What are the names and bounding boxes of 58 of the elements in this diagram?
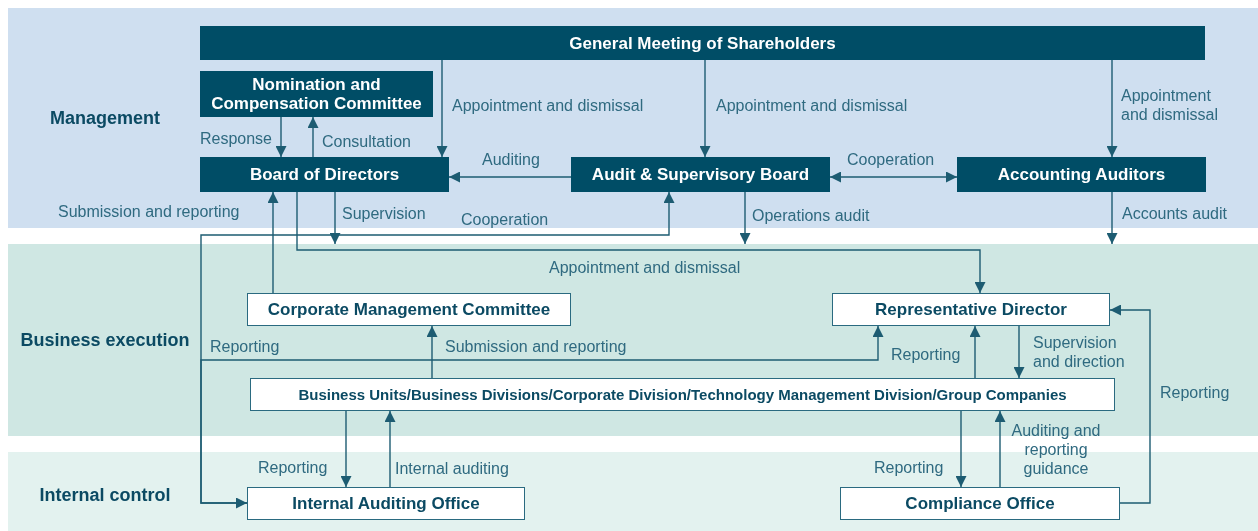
arrow (1106, 59, 1118, 158)
edge-label: Reporting (874, 458, 944, 477)
edge-label: Cooperation (461, 210, 549, 229)
edge-label: Operations audit (752, 206, 870, 225)
edge-label: Auditing (482, 150, 540, 169)
arrow (329, 191, 341, 245)
section-label: Internal control (38, 485, 172, 506)
organization-box: Business Units/Business Divisions/Corporate Division/Technology Management Division/Group Companies (250, 378, 1115, 411)
arrow (994, 410, 1006, 488)
arrow (969, 325, 981, 379)
arrow (1013, 325, 1025, 379)
organization-box: Internal Auditing Office (247, 487, 525, 520)
arrow (739, 191, 751, 245)
arrow (200, 191, 675, 509)
section-band (8, 8, 1258, 228)
governance-box: Board of Directors (200, 157, 449, 192)
arrow (955, 410, 967, 488)
arrow (699, 59, 711, 158)
arrow (200, 325, 884, 504)
governance-box: Audit & Supervisory Board (571, 157, 830, 192)
edge-label: Reporting (891, 345, 961, 364)
arrow (384, 410, 396, 488)
section-label: Business execution (20, 330, 190, 351)
edge-label: Submission and reporting (445, 337, 627, 356)
edge-label: Reporting (1160, 383, 1230, 402)
governance-box: Nomination and Compensation Committee (200, 71, 433, 117)
arrow (1106, 191, 1118, 245)
edge-label: Submission and reporting (58, 202, 240, 221)
edge-label: Appointment and dismissal (452, 96, 644, 115)
edge-label: Internal auditing (395, 459, 509, 478)
organization-box: Compliance Office (840, 487, 1120, 520)
edge-label: Consultation (322, 132, 411, 151)
arrow (436, 59, 448, 158)
arrow (307, 116, 319, 158)
arrow (426, 325, 438, 379)
governance-box: General Meeting of Shareholders (200, 26, 1205, 60)
arrow (829, 171, 958, 183)
arrow (296, 191, 986, 294)
arrow (275, 116, 287, 158)
arrow (267, 191, 279, 294)
edge-label: Supervision and direction (1033, 333, 1126, 371)
edge-label: Reporting (210, 337, 280, 356)
edge-label: Reporting (258, 458, 328, 477)
edge-label: Cooperation (847, 150, 935, 169)
governance-box: Accounting Auditors (957, 157, 1206, 192)
section-label: Management (49, 108, 161, 129)
edge-label: Supervision (342, 204, 426, 223)
organization-box: Representative Director (832, 293, 1110, 326)
arrow (1109, 304, 1151, 504)
organization-box: Corporate Management Committee (247, 293, 571, 326)
arrow (448, 171, 572, 183)
edge-label: Accounts audit (1122, 204, 1227, 223)
arrow (340, 410, 352, 488)
edge-label: Appointment and dismissal (1121, 86, 1219, 124)
edge-label: Auditing and reporting guidance (1010, 421, 1102, 478)
edge-label: Appointment and dismissal (716, 96, 908, 115)
edge-label: Appointment and dismissal (549, 258, 741, 277)
edge-label: Response (198, 129, 272, 148)
